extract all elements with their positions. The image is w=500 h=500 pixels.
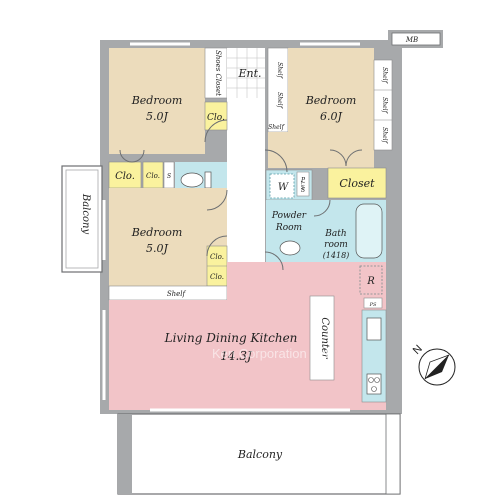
ldk-label: Living Dining Kitchen	[164, 331, 298, 345]
balcony-south	[117, 413, 401, 495]
north-label: N	[411, 343, 425, 357]
bedroom-nw-size: 5.0J	[146, 110, 168, 123]
counter	[309, 295, 335, 381]
bedroom-w-size: 5.0J	[146, 242, 168, 255]
fridge-space	[359, 265, 383, 295]
counter-label: Counter	[319, 317, 330, 359]
bedroom-ne	[288, 48, 374, 168]
mb-label: MB	[405, 36, 418, 44]
bedroom-ne-size: 6.0J	[320, 110, 342, 123]
svg-text:Shelf: Shelf	[381, 67, 388, 84]
door-swings	[119, 119, 363, 271]
balcony-south-label: Balcony	[237, 448, 283, 461]
washer-icon	[269, 173, 295, 199]
bedroom-w-label: Bedroom	[131, 226, 183, 239]
fridge-label: R	[366, 276, 375, 287]
svg-text:Clo.: Clo.	[146, 172, 160, 180]
sink-icon	[279, 240, 301, 256]
shelf-label: Shelf	[167, 290, 187, 298]
svg-text:P: P	[300, 177, 306, 184]
entrance	[227, 48, 265, 98]
entrance-tiles	[227, 48, 265, 98]
svg-text:room: room	[324, 240, 348, 250]
svg-text:Lin.: Lin.	[299, 180, 305, 191]
bedroom-nw	[109, 48, 205, 154]
shoes-closet-label: Shoes Closet	[214, 50, 222, 96]
stove-icon	[366, 373, 382, 395]
north-arrow-icon: N	[411, 343, 456, 386]
balcony-west	[61, 165, 103, 273]
bedroom-ne-label: Bedroom	[305, 94, 357, 107]
balcony-west-label: Balcony	[80, 193, 91, 235]
ldk-size: 14.3J	[220, 349, 253, 363]
closet-label: Closet	[339, 177, 375, 190]
bedroom-nw-label: Bedroom	[131, 94, 183, 107]
svg-text:(1418): (1418)	[323, 251, 350, 260]
svg-text:Room: Room	[275, 223, 302, 233]
bedroom-nw-closet	[204, 101, 228, 131]
windows	[102, 42, 360, 412]
toilet-icon	[180, 172, 204, 188]
entrance-label: Ent.	[237, 67, 261, 80]
svg-text:Shelf: Shelf	[276, 92, 283, 109]
svg-text:Clo.: Clo.	[210, 253, 224, 261]
svg-text:Shelf: Shelf	[276, 62, 283, 79]
washer-label: W	[278, 182, 289, 193]
kitchen-sink-icon	[366, 317, 382, 341]
mb-box	[391, 32, 441, 46]
entry-shelf	[267, 47, 289, 133]
watermark: Ken Corporation Ltd.	[212, 346, 332, 361]
bedroom-ne-closet	[327, 167, 387, 199]
pipe-space	[363, 297, 383, 309]
svg-text:Shelf: Shelf	[381, 97, 388, 114]
svg-text:S: S	[167, 173, 171, 180]
ps-label: PS	[369, 302, 377, 308]
svg-text:Shelf: Shelf	[381, 127, 388, 144]
bathtub-icon	[355, 203, 383, 259]
bedroom-nw-closet-label: Clo.	[207, 113, 225, 123]
hallway	[227, 98, 265, 288]
bedroom-w-closet-label: Clo.	[115, 171, 135, 182]
powder-room-label: Powder	[271, 211, 307, 221]
bathroom-label: Bath	[324, 229, 346, 239]
bedroom-ne-shelves	[373, 59, 393, 151]
svg-text:S: S	[301, 187, 305, 194]
svg-text:Shelf: Shelf	[268, 124, 285, 131]
svg-text:Clo.: Clo.	[210, 273, 224, 281]
ps-space	[296, 171, 310, 197]
